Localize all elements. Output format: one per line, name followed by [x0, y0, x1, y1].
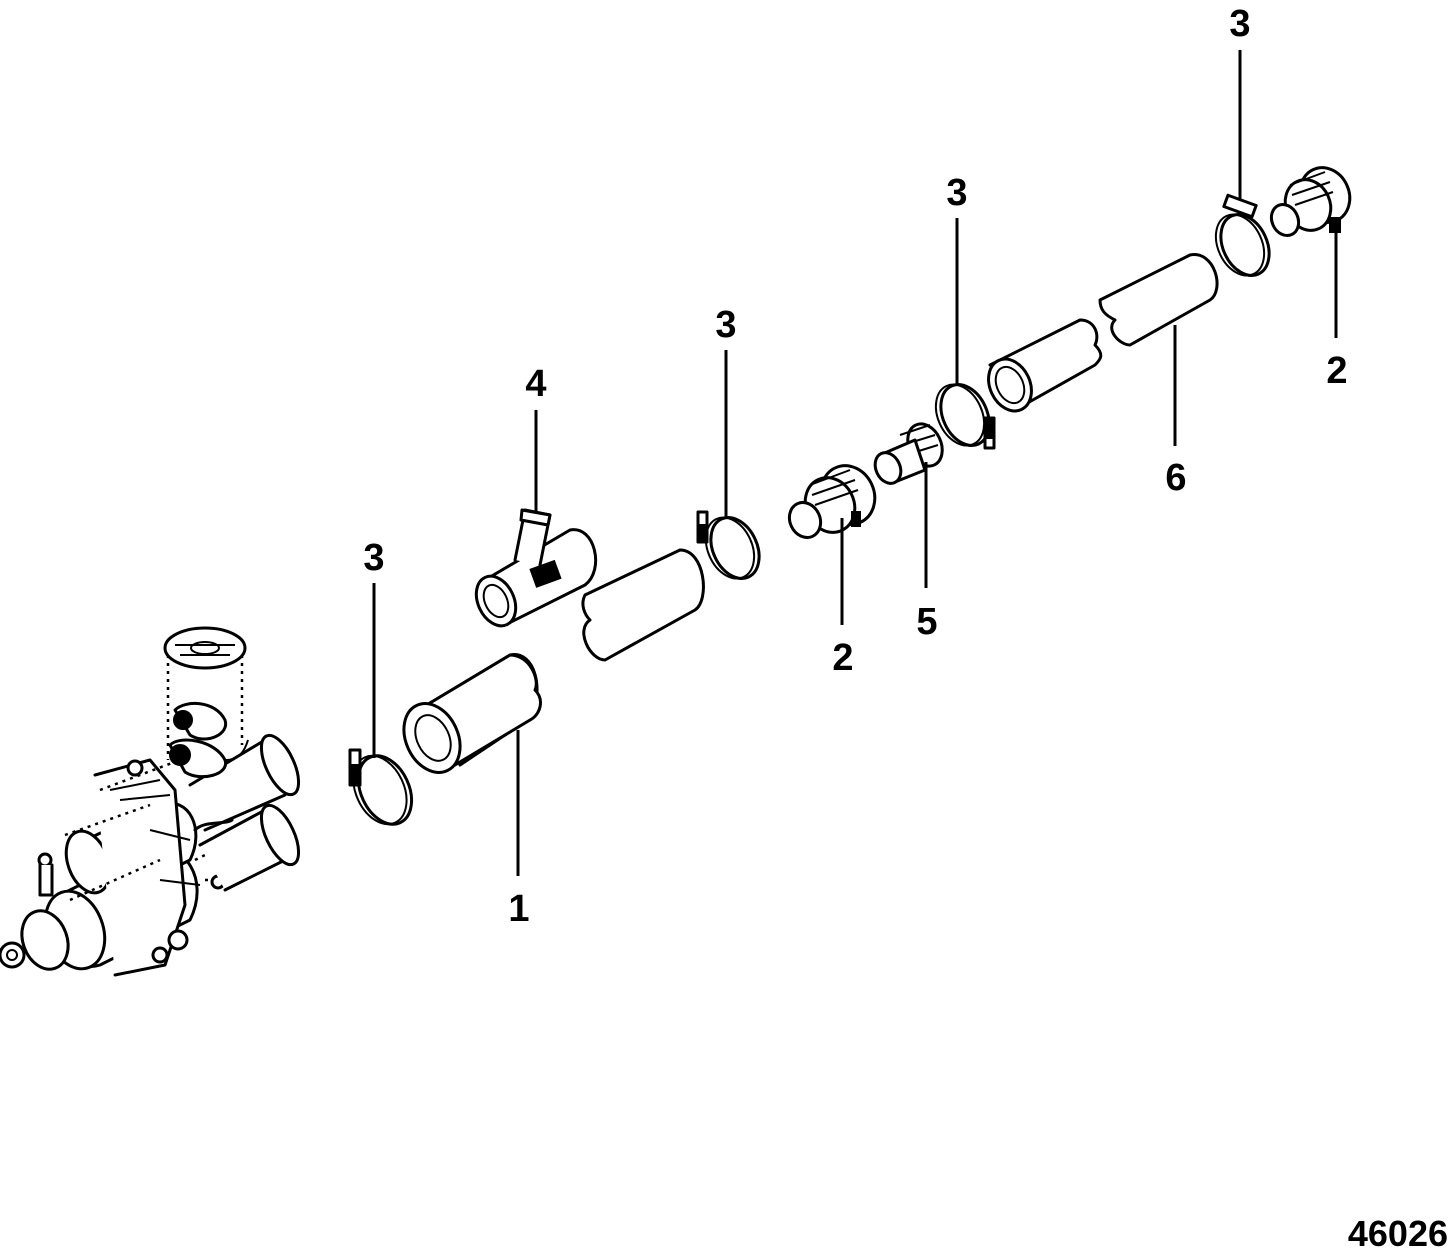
callout-5: 5	[916, 601, 937, 643]
hose-clamp-3	[934, 383, 996, 450]
callout-2-middle: 2	[832, 637, 853, 679]
figure-number: 46026	[1348, 1213, 1448, 1253]
callout-1: 1	[508, 888, 529, 930]
callout-4: 4	[525, 363, 546, 405]
adapter-fitting	[873, 422, 944, 485]
callout-3-top: 3	[1229, 3, 1250, 45]
threaded-fitting-1	[787, 464, 877, 540]
callout-6: 6	[1165, 457, 1186, 499]
hose-upper-1	[987, 318, 1103, 413]
callout-3-upper: 3	[946, 172, 967, 214]
hose-6	[1098, 253, 1219, 347]
hose-middle	[581, 548, 705, 662]
hose-1	[402, 653, 542, 774]
callout-3-middle: 3	[715, 304, 736, 346]
water-pump-assembly	[0, 626, 301, 977]
threaded-fitting-2	[1269, 166, 1352, 238]
callout-2-top: 2	[1326, 350, 1347, 392]
hose-clamp-1	[348, 748, 414, 826]
hose-clamp-2	[696, 510, 761, 580]
leader-lines	[372, 50, 1338, 876]
tee-fitting	[474, 508, 598, 628]
callout-3-lower: 3	[363, 537, 384, 579]
hose-clamp-4	[1214, 193, 1271, 277]
